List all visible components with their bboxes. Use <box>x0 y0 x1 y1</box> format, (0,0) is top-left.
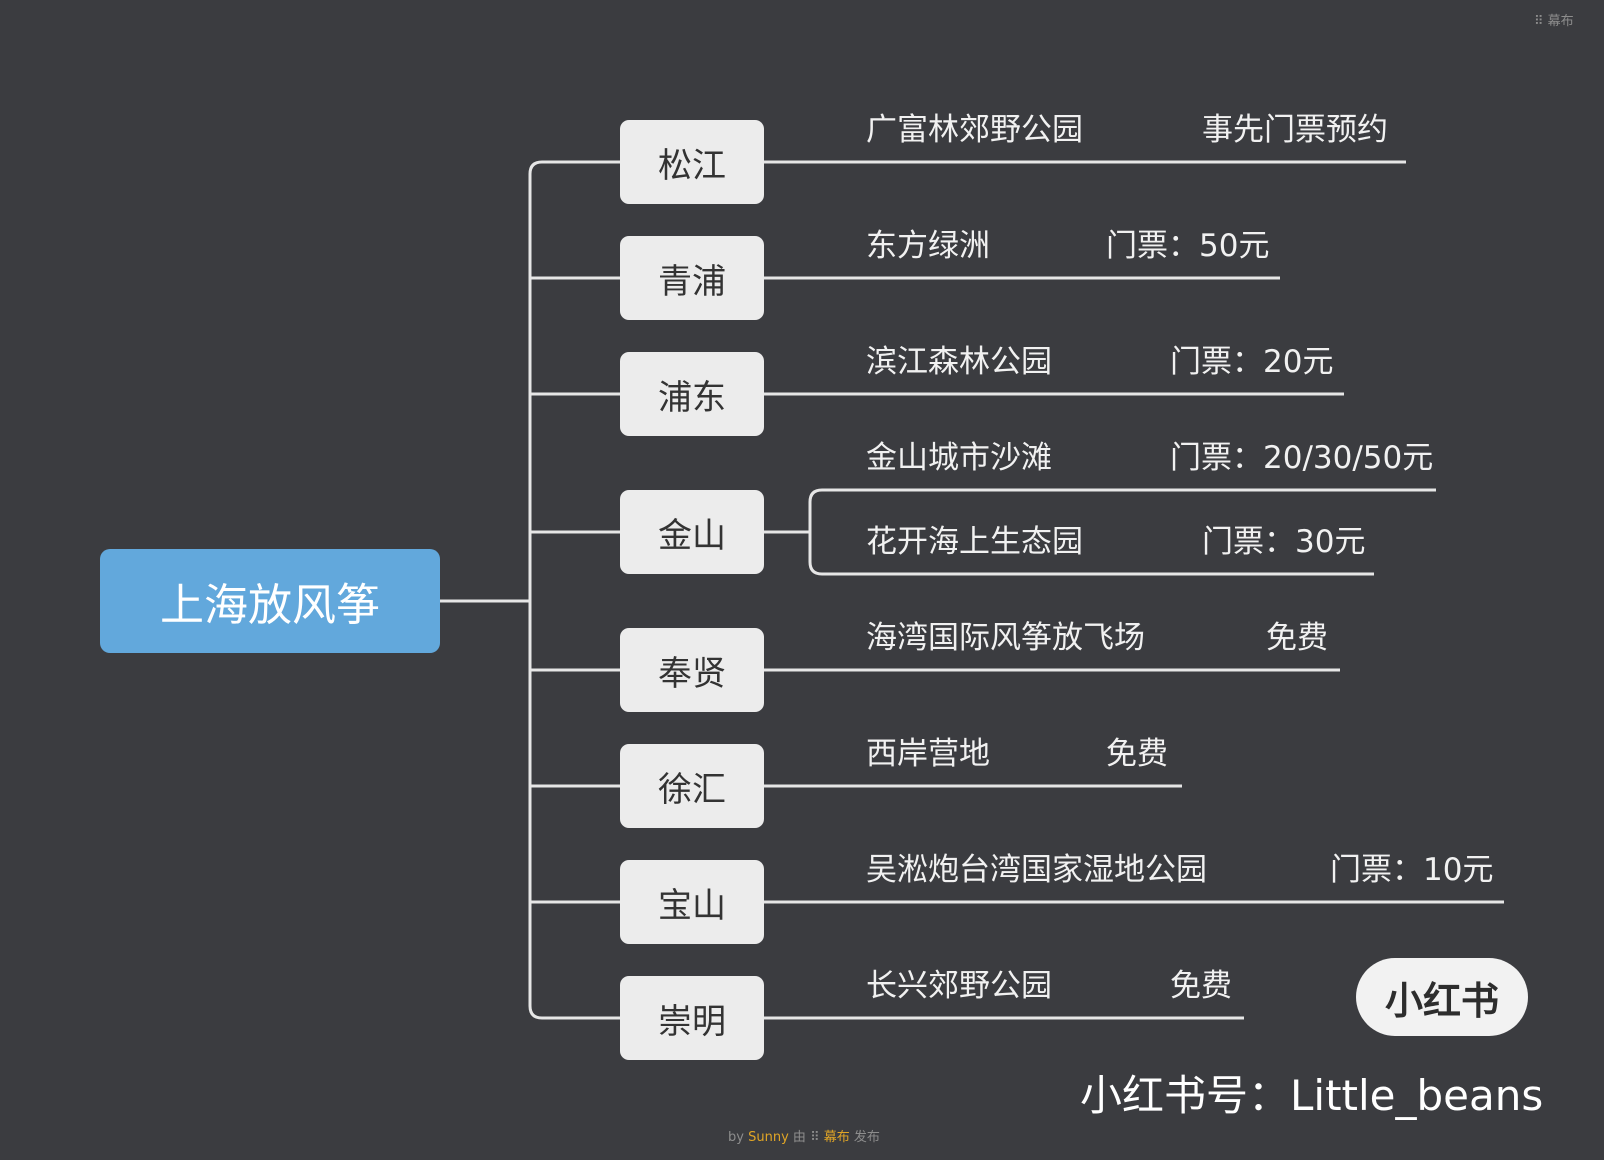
ticket-label[interactable]: 门票：20/30/50元 <box>1170 440 1434 476</box>
fork-upper-line <box>808 488 1436 532</box>
footer-author[interactable]: Sunny <box>748 1130 789 1145</box>
place-label[interactable]: 西岸营地 <box>866 736 990 772</box>
district-label: 青浦 <box>658 261 726 302</box>
brand-badge: ⠿ 幕布 <box>1534 10 1574 29</box>
root-label: 上海放风筝 <box>160 580 380 631</box>
place-label[interactable]: 海湾国际风筝放飞场 <box>866 620 1145 656</box>
district-node-qingpu[interactable]: 青浦 <box>620 236 764 320</box>
footer-middle: 由 <box>792 1130 806 1145</box>
footer-prefix: by <box>728 1130 744 1145</box>
footer-credit: by Sunny 由 ⠿ 幕布 发布 <box>728 1126 880 1145</box>
district-node-songjiang[interactable]: 松江 <box>620 120 764 204</box>
district-label: 松江 <box>658 145 726 186</box>
place-label[interactable]: 广富林郊野公园 <box>866 112 1083 148</box>
ticket-label[interactable]: 免费 <box>1170 968 1232 1004</box>
district-label: 宝山 <box>658 885 726 926</box>
logo-text: 小红书 <box>1384 978 1499 1023</box>
district-label: 徐汇 <box>658 769 726 810</box>
place-label[interactable]: 东方绿洲 <box>866 228 990 264</box>
footer-app[interactable]: 幕布 <box>823 1130 850 1145</box>
ticket-label[interactable]: 门票：30元 <box>1202 524 1366 560</box>
place-label[interactable]: 吴淞炮台湾国家湿地公园 <box>866 852 1207 888</box>
branch-line <box>528 1005 620 1020</box>
district-node-baoshan[interactable]: 宝山 <box>620 860 764 944</box>
district-node-chongming[interactable]: 崇明 <box>620 976 764 1060</box>
district-node-pudong[interactable]: 浦东 <box>620 352 764 436</box>
place-label[interactable]: 金山城市沙滩 <box>866 440 1052 476</box>
xiaohongshu-logo: 小红书 <box>1356 958 1528 1036</box>
place-label[interactable]: 花开海上生态园 <box>866 524 1083 560</box>
root-node[interactable]: 上海放风筝 <box>100 549 440 653</box>
district-label: 崇明 <box>658 1001 726 1042</box>
mubu-logo-icon: ⠿ <box>1534 14 1544 29</box>
district-node-fengxian[interactable]: 奉贤 <box>620 628 764 712</box>
district-label: 金山 <box>658 515 726 556</box>
brand-label: 幕布 <box>1547 14 1574 29</box>
ticket-label[interactable]: 事先门票预约 <box>1202 112 1388 148</box>
ticket-label[interactable]: 免费 <box>1266 620 1328 656</box>
place-label[interactable]: 长兴郊野公园 <box>866 968 1052 1004</box>
footer-suffix: 发布 <box>853 1130 880 1145</box>
mubu-logo-icon: ⠿ <box>810 1130 820 1145</box>
ticket-label[interactable]: 门票：20元 <box>1170 344 1334 380</box>
ticket-label[interactable]: 门票：10元 <box>1330 852 1494 888</box>
fork-lower-line <box>808 532 1374 576</box>
watermark-handle: 小红书号：Little_beans <box>1080 1071 1544 1120</box>
ticket-label[interactable]: 免费 <box>1106 736 1168 772</box>
district-node-jinshan[interactable]: 金山 <box>620 490 764 574</box>
district-node-xuhui[interactable]: 徐汇 <box>620 744 764 828</box>
ticket-label[interactable]: 门票：50元 <box>1106 228 1270 264</box>
district-label: 浦东 <box>658 377 726 418</box>
place-label[interactable]: 滨江森林公园 <box>866 344 1052 380</box>
branch-line <box>528 160 620 175</box>
district-label: 奉贤 <box>658 653 726 694</box>
